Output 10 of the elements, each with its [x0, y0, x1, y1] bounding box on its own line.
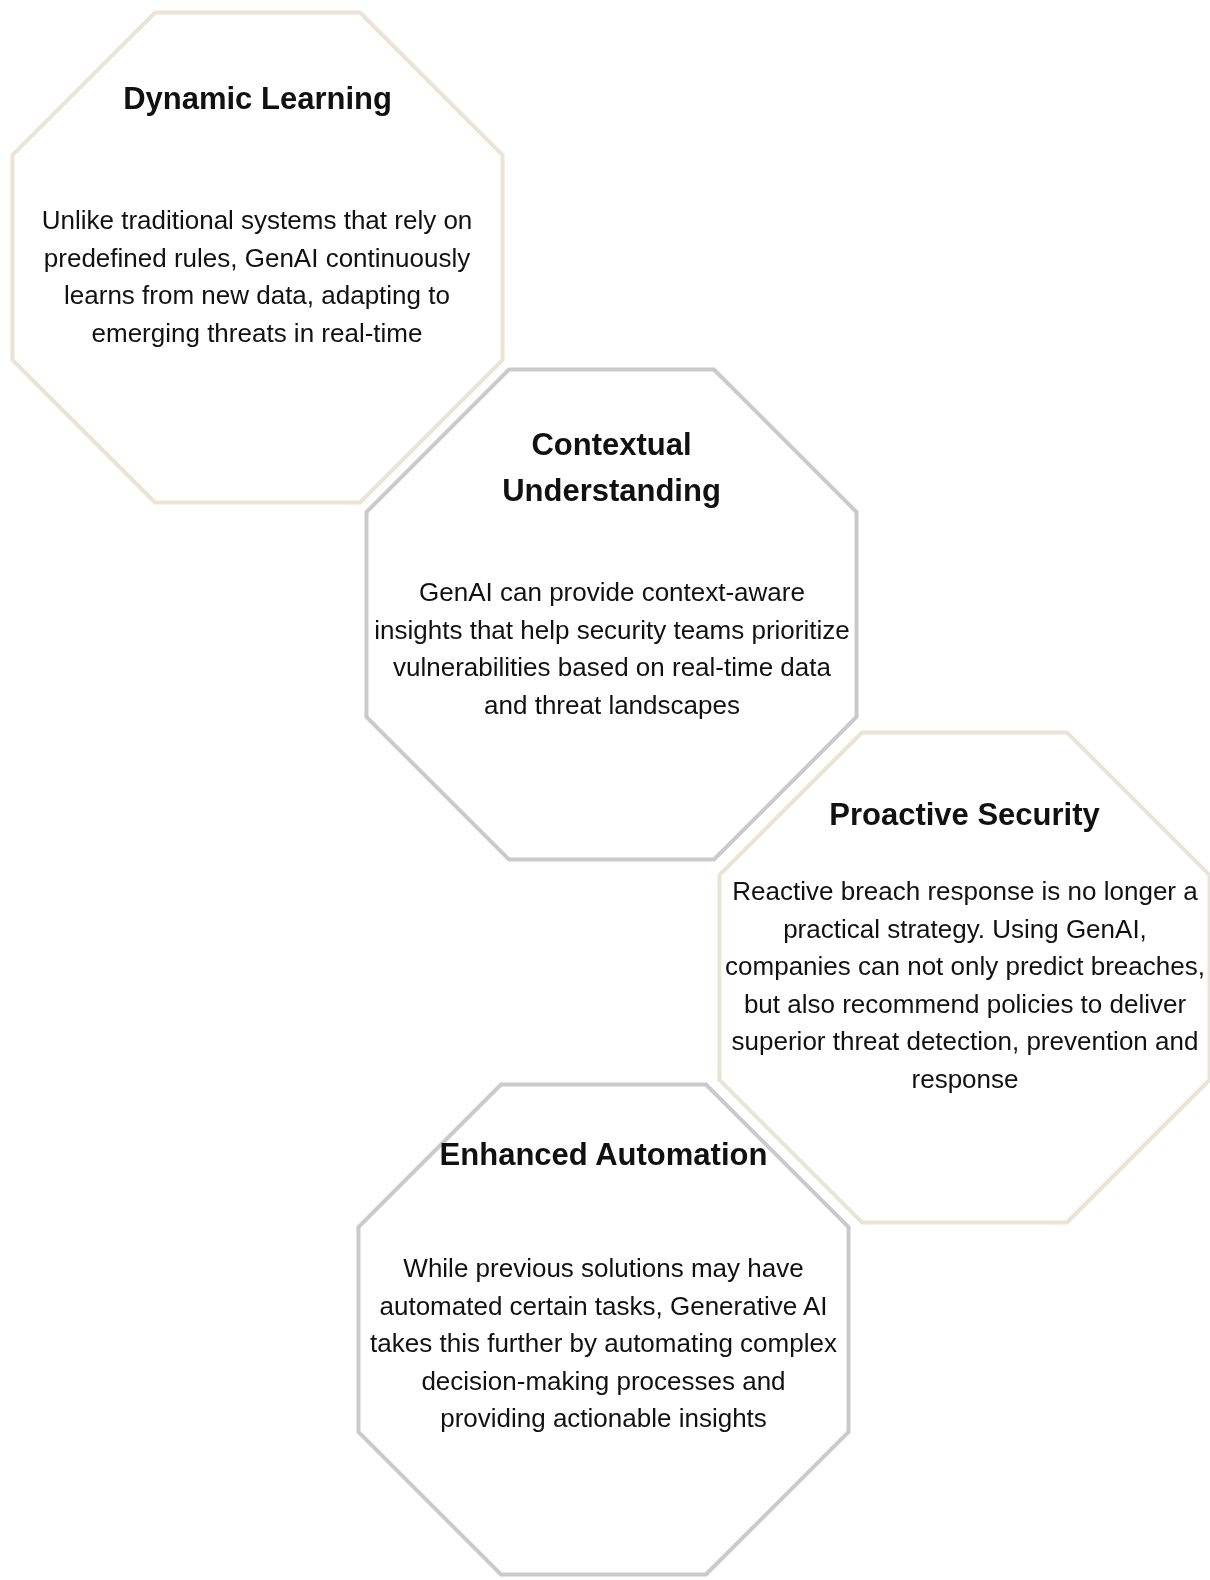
octagon-card [10, 10, 505, 505]
card-heading: Enhanced Automation [438, 1136, 769, 1174]
card-text: While previous solutions may have automated certain tasks, Generative AI takes this further by automating complex decision-making processes and providing actionable insights [369, 1252, 838, 1435]
card-heading: Contextual Understanding [501, 426, 722, 510]
card-heading: Dynamic Learning [122, 80, 393, 118]
card-text: Reactive breach response is no longer a practical strategy. Using GenAI, companies can not only predict breaches, but also recommend policies to deliver superior threat detection, prevention and response [725, 875, 1205, 1096]
card-heading: Proactive Security [828, 796, 1101, 834]
card-text: GenAI can provide context-aware insights that help security teams prioritize vulnerabilities based on real-time data and threat landscapes [373, 576, 851, 722]
card-text: Unlike traditional systems that rely on predefined rules, GenAI continuously learns from new data, adapting to emerging threats in real-time [40, 204, 474, 350]
octagon-card [356, 1082, 851, 1577]
